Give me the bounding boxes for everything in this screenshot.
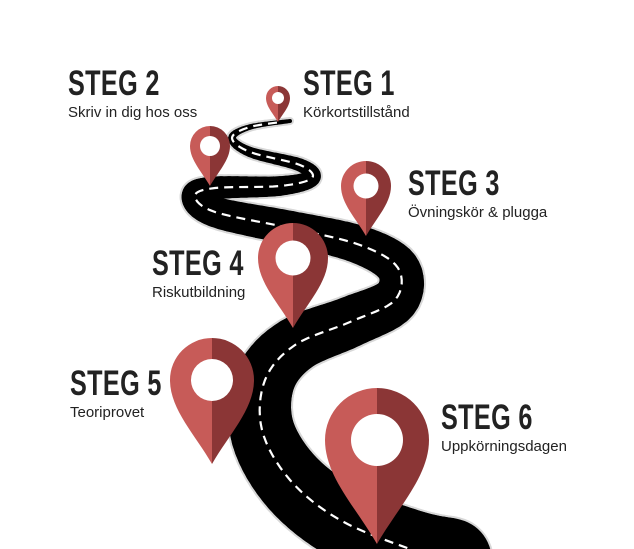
map-pin-icon — [266, 86, 278, 122]
road-center-line — [193, 121, 414, 549]
map-pin-hole — [272, 92, 284, 104]
step-description: Körkortstillstånd — [303, 104, 410, 121]
map-pin-icon — [366, 161, 391, 236]
step-5: STEG 5 Teoriprovet — [70, 364, 197, 422]
map-pin-hole — [200, 136, 220, 156]
step-description: Övningskör & plugga — [408, 204, 548, 221]
step-description: Riskutbildning — [152, 284, 246, 301]
step-description: Teoriprovet — [70, 404, 145, 421]
step-6: STEG 6 Uppkörningsdagen — [441, 398, 568, 456]
step-2: STEG 2 Skriv in dig hos oss — [68, 64, 198, 122]
step-3: STEG 3 Övningskör & plugga — [408, 164, 548, 222]
step-description: Uppkörningsdagen — [441, 438, 567, 455]
step-title: STEG 1 — [303, 64, 395, 103]
step-title: STEG 5 — [70, 364, 162, 403]
map-pin-hole — [353, 173, 379, 199]
step-title: STEG 2 — [68, 64, 160, 103]
step-title: STEG 3 — [408, 164, 500, 203]
map-pin-icon — [278, 86, 290, 122]
map-pin-hole — [275, 240, 311, 276]
step-description: Skriv in dig hos oss — [68, 104, 198, 121]
step-4: STEG 4 Riskutbildning — [152, 244, 279, 302]
step-title: STEG 4 — [152, 244, 244, 283]
step-1: STEG 1 Körkortstillstånd — [303, 64, 430, 122]
map-pin-hole — [191, 359, 233, 401]
step-title: STEG 6 — [441, 398, 533, 437]
map-pin-hole — [351, 414, 403, 466]
